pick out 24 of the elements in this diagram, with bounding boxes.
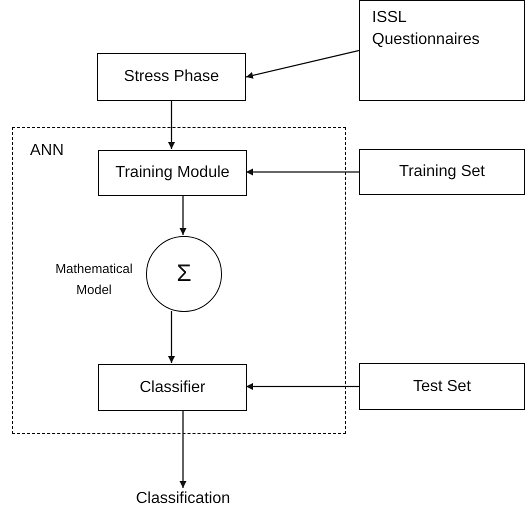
arrow [246, 50, 360, 79]
sigma-symbol: Σ [176, 258, 192, 289]
node-label: Test Set [413, 376, 471, 397]
process-box [98, 364, 247, 411]
node-label: ISSL Questionnaires [372, 8, 481, 50]
node-label: Classifier [140, 378, 206, 398]
arrow [168, 101, 175, 149]
group-label: ANN [30, 141, 64, 161]
arrow [168, 311, 175, 363]
process-box [359, 363, 525, 410]
node-label: Stress Phase [124, 67, 220, 88]
node-label: Training Module [115, 163, 230, 184]
arrow [246, 383, 359, 390]
node-caption: Mathematical Model [54, 260, 134, 299]
arrow [180, 195, 186, 235]
process-box [97, 53, 246, 101]
arrow [246, 168, 359, 176]
arrow [180, 410, 186, 488]
process-box [98, 150, 247, 196]
process-box [359, 149, 525, 195]
process-box [359, 0, 525, 101]
group-frame [12, 127, 346, 434]
node-label: Training Set [399, 162, 485, 182]
node-label: Classification [136, 489, 230, 509]
